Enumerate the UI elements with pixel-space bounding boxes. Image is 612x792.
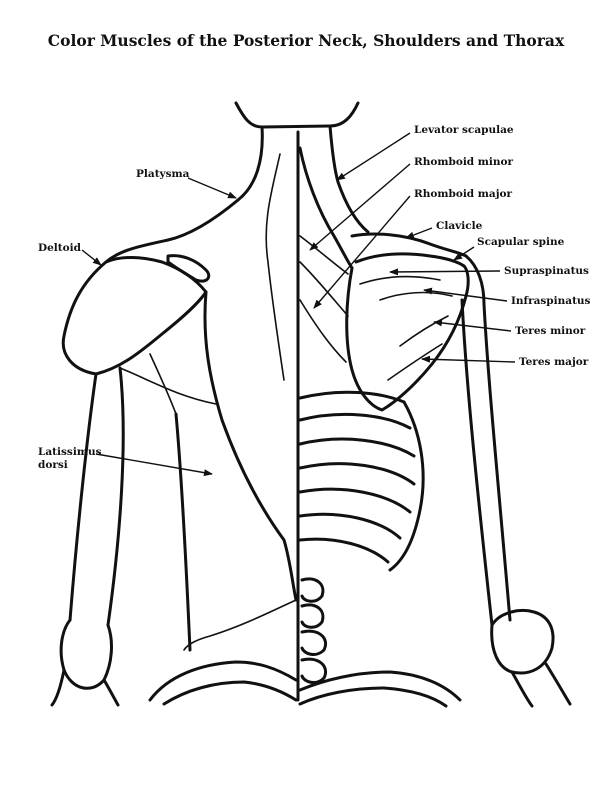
rhomboid-major-line bbox=[299, 261, 349, 317]
label-clavicle: Clavicle bbox=[436, 220, 483, 232]
labels: Platysma Deltoid Latissimus dorsi Levato… bbox=[38, 124, 591, 477]
pelvis-right-inner bbox=[298, 686, 448, 708]
levator-scapulae-outline bbox=[298, 146, 354, 270]
page-title: Color Muscles of the Posterior Neck, Sho… bbox=[47, 31, 565, 50]
label-rhomboid-major: Rhomboid major bbox=[414, 188, 513, 200]
latissimus-border bbox=[203, 290, 298, 602]
leader-rhomboid-minor bbox=[309, 163, 411, 251]
rib-1 bbox=[298, 390, 406, 404]
clavicle-outline bbox=[350, 232, 468, 258]
left-arm bbox=[50, 254, 217, 707]
neck-left-outline bbox=[236, 125, 264, 202]
right-elbow bbox=[490, 609, 555, 675]
leader-platysma bbox=[187, 177, 237, 199]
right-forearm bbox=[510, 662, 572, 708]
label-latissimus-line1: Latissimus bbox=[38, 446, 102, 458]
teres-major-line bbox=[387, 343, 443, 381]
right-neck-muscles bbox=[298, 146, 354, 363]
infraspinatus-line bbox=[379, 291, 453, 301]
teres-minor-line bbox=[399, 315, 449, 347]
scapular-spine-outline bbox=[354, 252, 466, 268]
rhomboid-minor-line bbox=[299, 235, 349, 275]
label-scapular-spine: Scapular spine bbox=[477, 236, 565, 248]
latissimus-lower-edge bbox=[183, 599, 297, 651]
vertebra-3 bbox=[300, 629, 327, 656]
right-scapula bbox=[345, 232, 486, 412]
rib-7 bbox=[298, 537, 390, 564]
rib-4 bbox=[298, 462, 416, 486]
label-supraspinatus: Supraspinatus bbox=[504, 265, 589, 277]
label-levator-scapulae: Levator scapulae bbox=[414, 124, 514, 136]
left-shoulder-outline bbox=[104, 198, 240, 264]
rib-2 bbox=[298, 412, 412, 430]
label-latissimus-line2: dorsi bbox=[38, 459, 68, 471]
label-infraspinatus: Infraspinatus bbox=[511, 295, 591, 307]
rhomboid-lower-line bbox=[299, 299, 347, 363]
vertebra-1 bbox=[300, 577, 325, 603]
leader-levator-scapulae bbox=[336, 132, 411, 181]
scapula-outline bbox=[345, 264, 470, 412]
neck-right-outline bbox=[328, 124, 370, 234]
leader-clavicle bbox=[405, 227, 433, 239]
leader-teres-minor bbox=[433, 319, 512, 332]
leader-latissimus bbox=[95, 453, 213, 477]
right-shoulder-cap bbox=[464, 254, 486, 306]
left-elbow bbox=[59, 618, 113, 690]
rib-5 bbox=[298, 487, 412, 514]
rib-6 bbox=[298, 512, 402, 540]
leader-deltoid bbox=[81, 249, 102, 266]
deltoid-outline bbox=[61, 256, 208, 376]
leader-teres-major bbox=[421, 355, 516, 363]
label-platysma: Platysma bbox=[136, 168, 190, 180]
right-arm bbox=[460, 298, 572, 708]
leader-infraspinatus bbox=[423, 287, 508, 302]
left-back bbox=[148, 290, 298, 706]
left-arm-outer bbox=[68, 372, 98, 622]
label-rhomboid-minor: Rhomboid minor bbox=[414, 156, 514, 168]
left-forearm bbox=[50, 668, 120, 707]
right-arm-inner bbox=[460, 298, 494, 627]
body-outline bbox=[104, 101, 370, 702]
pelvis-left bbox=[148, 660, 298, 702]
leader-scapular-spine bbox=[453, 246, 475, 261]
label-deltoid: Deltoid bbox=[38, 242, 82, 254]
rib-cage bbox=[298, 390, 462, 708]
head-outline bbox=[234, 101, 360, 129]
pelvis-left-inner bbox=[162, 680, 298, 706]
leader-supraspinatus bbox=[389, 268, 501, 276]
left-flank bbox=[174, 412, 192, 652]
rib-cage-edge bbox=[388, 400, 425, 572]
deltoid-notch bbox=[166, 254, 211, 283]
vertebra-2 bbox=[300, 603, 325, 629]
supraspinatus-line bbox=[359, 275, 441, 285]
left-arm-inner bbox=[106, 366, 125, 627]
pelvis-right bbox=[298, 670, 462, 702]
vertebra-4 bbox=[300, 657, 327, 684]
platysma-border bbox=[265, 153, 285, 381]
leader-rhomboid-major bbox=[313, 195, 411, 309]
label-teres-minor: Teres minor bbox=[515, 325, 586, 337]
rib-3 bbox=[298, 437, 416, 458]
latissimus-left-edge bbox=[149, 353, 177, 415]
label-teres-major: Teres major bbox=[519, 356, 589, 368]
teres-major-left bbox=[119, 367, 217, 405]
right-arm-outer bbox=[482, 302, 512, 622]
